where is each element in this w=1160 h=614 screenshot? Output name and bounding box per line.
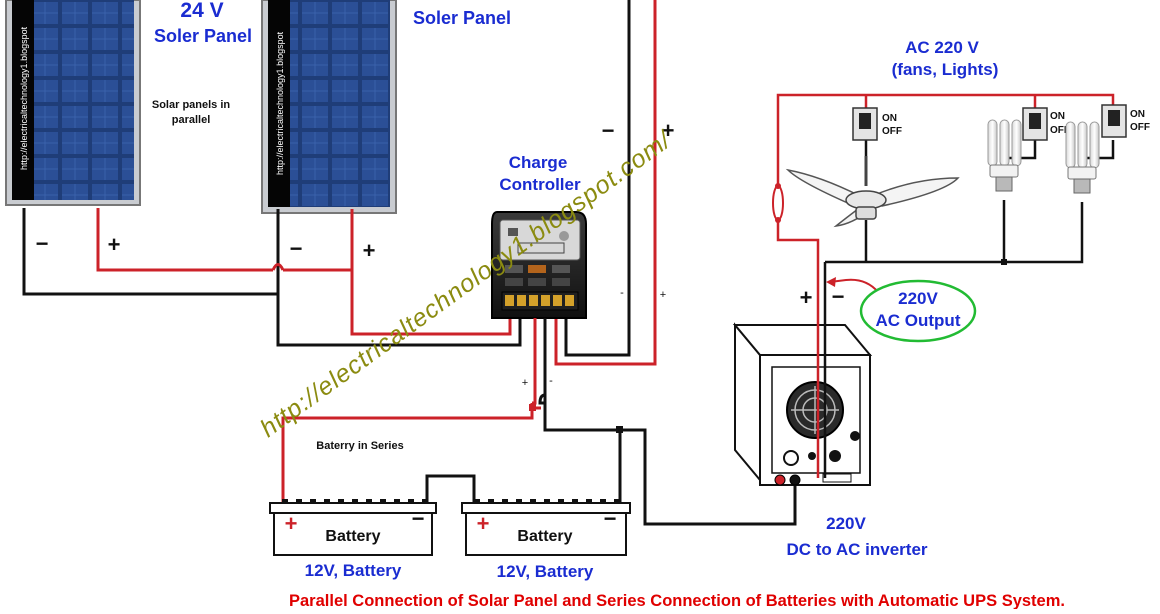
cfl-bulb-2-icon <box>1065 121 1100 194</box>
panel-1-name-label: Soler Panel <box>154 26 252 46</box>
battery-2-negative-sign: − <box>604 506 617 531</box>
controller-battery-plus-small: + <box>522 377 528 389</box>
upper-wire-positive-sign: + <box>662 118 675 143</box>
battery-positive-junction <box>529 404 536 411</box>
light-1-switch-on-label: ON <box>1050 111 1065 122</box>
light-2-switch-on-label: ON <box>1130 109 1145 120</box>
battery-1-label: Battery <box>325 528 380 545</box>
fan-switch-off-label: OFF <box>882 126 902 137</box>
ac-output-label: AC Output <box>876 311 961 330</box>
battery-2-rating: 12V, Battery <box>497 562 594 581</box>
ceiling-fan-icon <box>785 156 960 228</box>
ac-output-callout <box>826 277 977 343</box>
upper-wire-negative-sign: − <box>602 118 615 143</box>
panels-parallel-note-1: Solar panels in <box>152 99 231 111</box>
light-1-switch-icon <box>1022 107 1048 141</box>
panel-1-negative-sign: − <box>36 231 49 256</box>
fuse-icon <box>772 183 784 223</box>
controller-battery-minus-small: - <box>549 375 553 387</box>
light-2-switch-off-label: OFF <box>1130 122 1150 133</box>
ac-neutral-junction <box>1001 259 1007 265</box>
panel-2-name-label: Soler Panel <box>413 8 511 28</box>
cfl-bulb-1-icon <box>987 119 1022 192</box>
panel-1-watermark-strip <box>12 0 34 200</box>
panel-1-positive-sign: + <box>108 232 121 257</box>
battery-1-rating: 12V, Battery <box>305 561 402 580</box>
ac-wiring <box>776 93 1115 478</box>
light-1-switch-off-label: OFF <box>1050 125 1070 136</box>
battery-negative-junction <box>616 426 623 433</box>
panel-2-negative-sign: − <box>290 236 303 261</box>
fan-switch-on-label: ON <box>882 113 897 124</box>
panel-1-watermark: http://electricaltechnology1.blogspot <box>19 26 29 170</box>
battery-1-negative-sign: − <box>412 506 425 531</box>
panel-2-watermark-strip <box>268 0 290 207</box>
panel-2-watermark: http://electricaltechnology1.blogspot <box>275 31 285 175</box>
charge-controller-label-1: Charge <box>509 153 568 172</box>
ac-load-label-2: (fans, Lights) <box>892 60 999 79</box>
charge-controller <box>491 211 587 319</box>
inverter-voltage-label: 220V <box>826 514 866 533</box>
light-2-switch-icon <box>1101 104 1127 138</box>
battery-2 <box>461 499 631 556</box>
ac-output-negative-sign: − <box>832 284 845 309</box>
inverter <box>732 322 873 486</box>
charge-controller-label-2: Controller <box>499 175 581 194</box>
ac-output-voltage-label: 220V <box>898 289 938 308</box>
inverter-name-label: DC to AC inverter <box>786 540 927 559</box>
panel-2-positive-sign: + <box>363 238 376 263</box>
ac-output-positive-sign: + <box>800 285 813 310</box>
panel-voltage-label: 24 V <box>180 0 223 22</box>
solar-panel-2: http://electricaltechnology1.blogspot <box>261 0 397 214</box>
fan-switch-icon <box>852 107 878 141</box>
battery-2-positive-sign: + <box>477 511 490 536</box>
battery-1-positive-sign: + <box>285 511 298 536</box>
solar-panel-1: http://electricaltechnology1.blogspot <box>5 0 141 206</box>
battery-series-note: Baterry in Series <box>316 440 403 452</box>
battery-2-label: Battery <box>517 528 572 545</box>
diagram-caption: Parallel Connection of Solar Panel and S… <box>289 592 1065 609</box>
battery-1 <box>269 499 437 556</box>
panel-wiring <box>22 0 657 366</box>
controller-panel-minus-small: - <box>620 287 624 299</box>
controller-panel-plus-small: + <box>660 289 666 301</box>
panels-parallel-note-2: parallel <box>172 114 211 126</box>
ac-load-label-1: AC 220 V <box>905 38 979 57</box>
